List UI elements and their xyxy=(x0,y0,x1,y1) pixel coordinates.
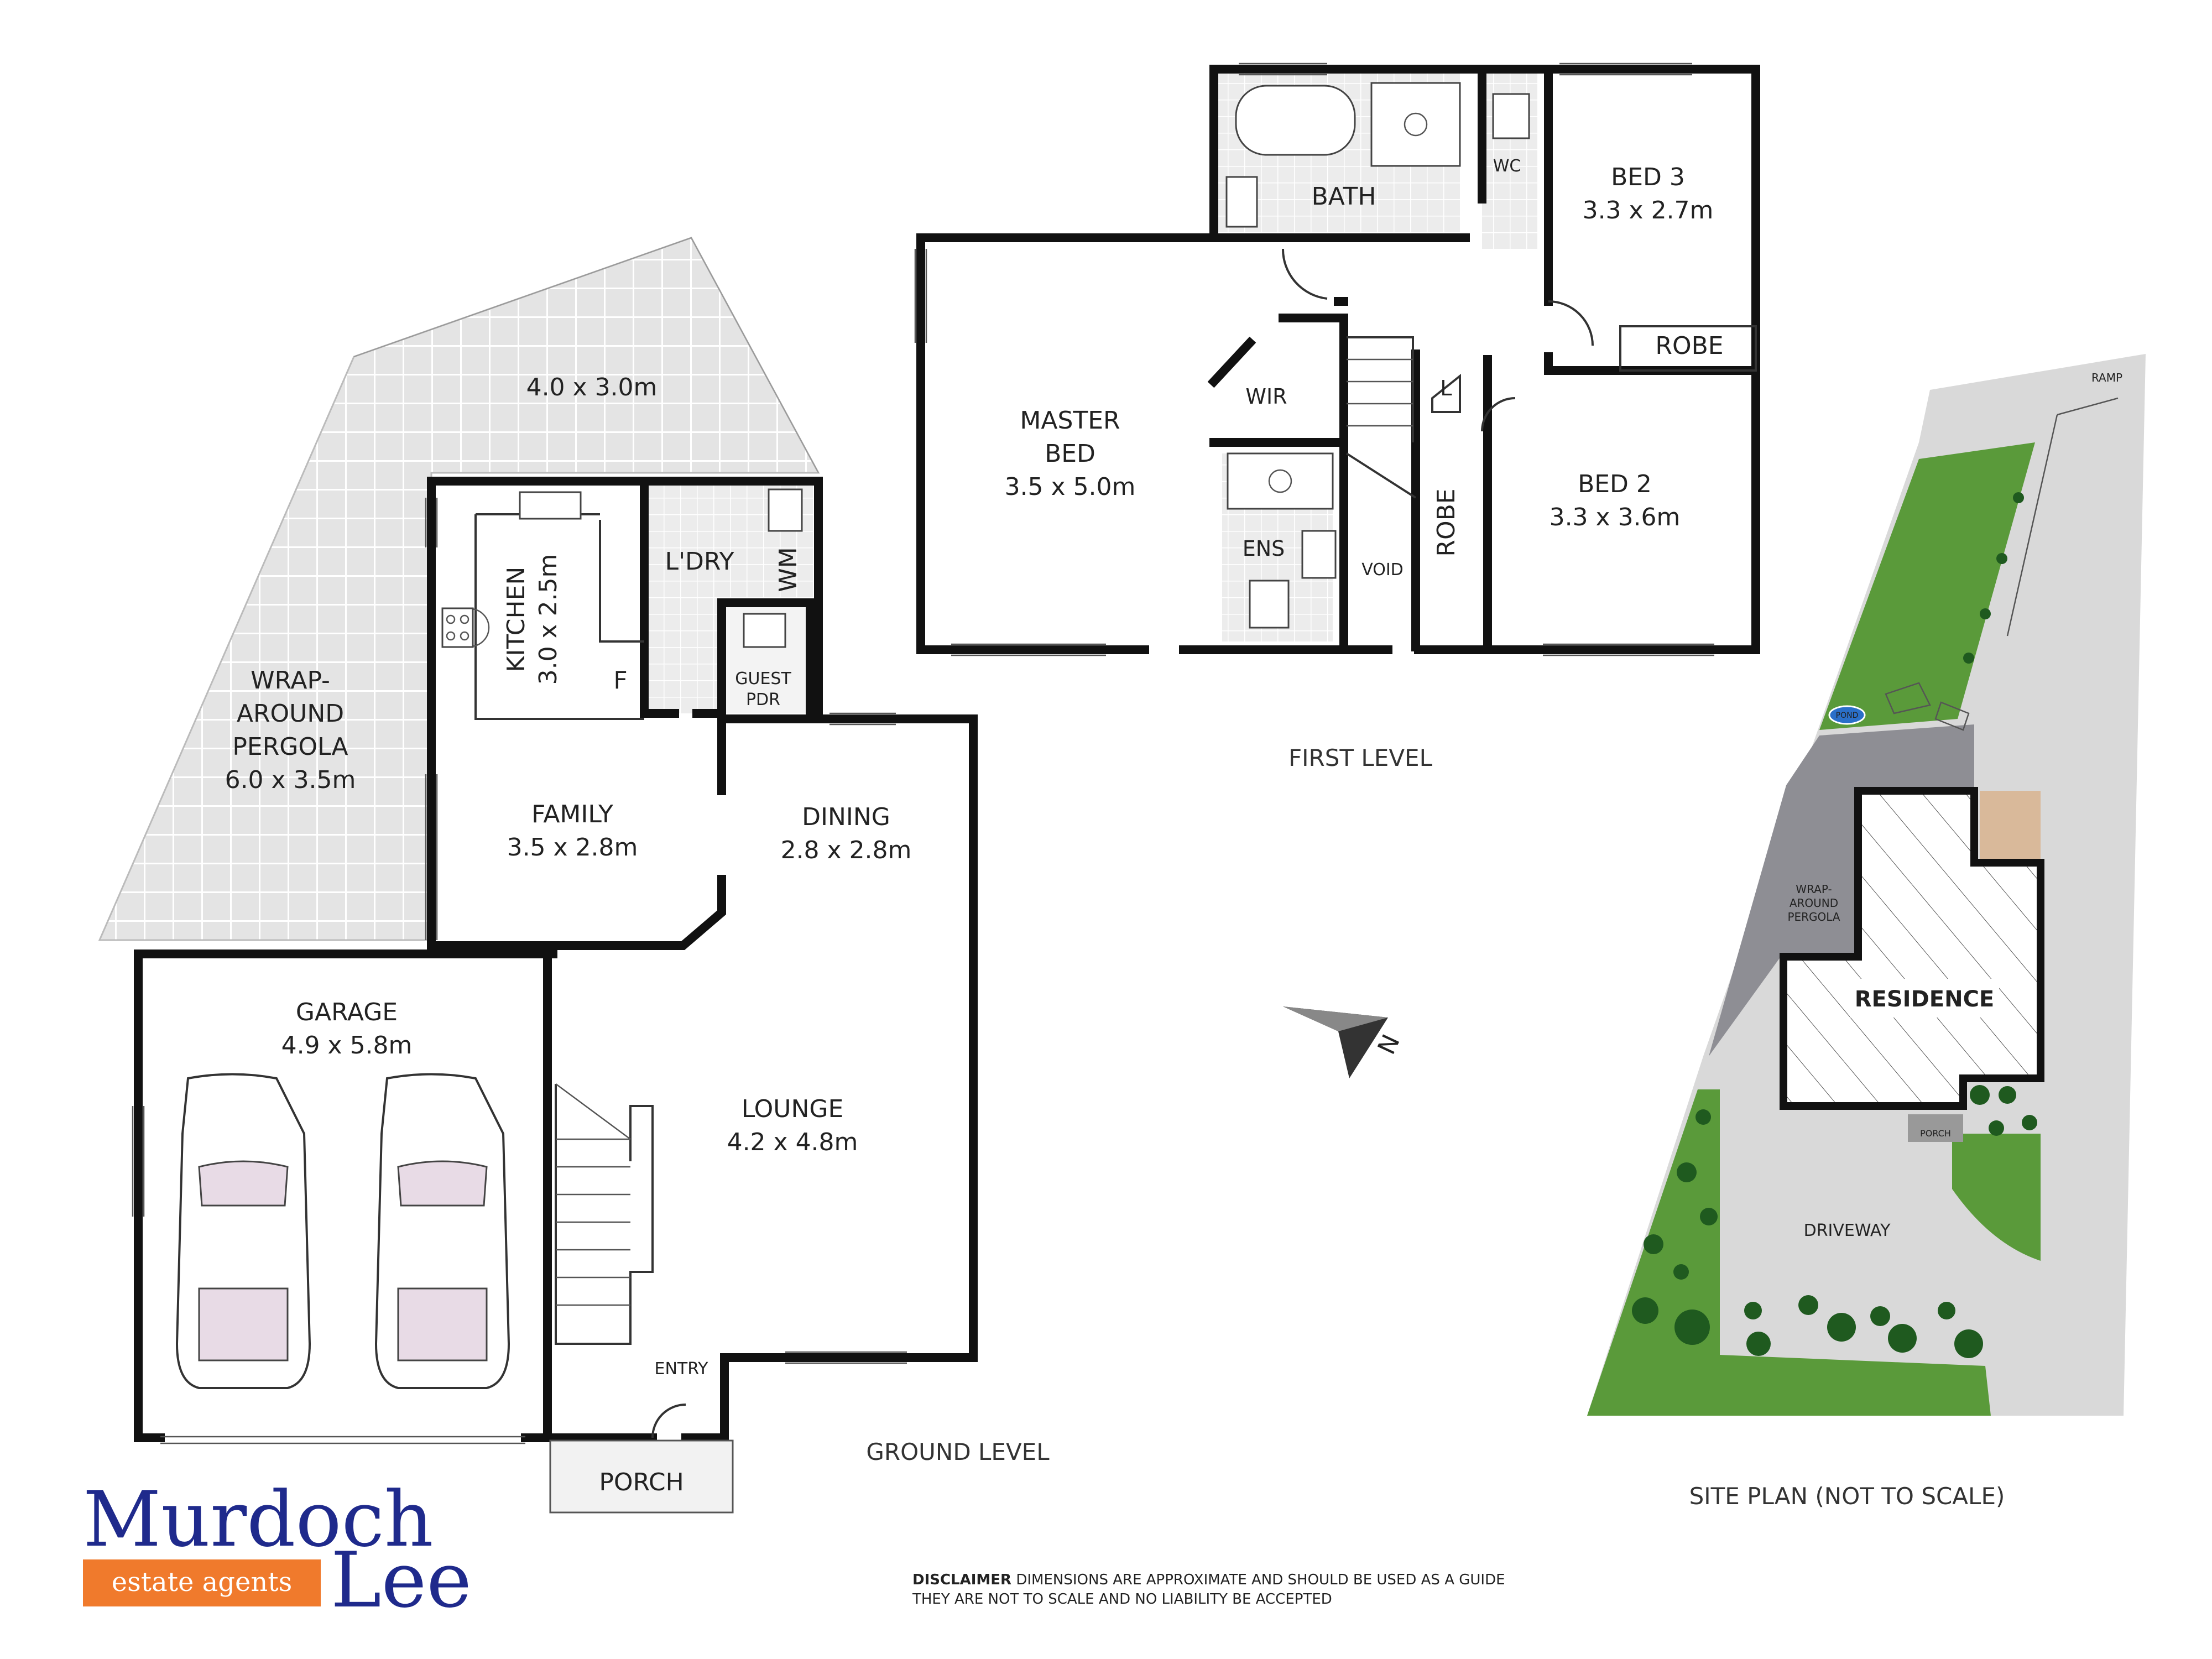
deck-site xyxy=(1980,791,2041,863)
kitchen-block-walls xyxy=(427,477,823,950)
site-plan xyxy=(1587,354,2146,1416)
laundry-tub xyxy=(768,488,803,532)
dining-name: DINING xyxy=(802,803,890,831)
logo-tag: estate agents xyxy=(112,1567,292,1598)
dining-dims: 2.8 x 2.8m xyxy=(781,836,912,864)
first-level-caption: FIRST LEVEL xyxy=(1288,744,1433,771)
guest-pdr-1: GUEST xyxy=(735,669,791,688)
shower-ens xyxy=(1227,452,1334,510)
bed2-name: BED 2 xyxy=(1578,470,1652,498)
family-name: FAMILY xyxy=(531,800,613,828)
shower-bath xyxy=(1370,82,1461,167)
wc-name: WC xyxy=(1493,156,1521,176)
disclaimer-rest: DIMENSIONS ARE APPROXIMATE AND SHOULD BE… xyxy=(1011,1572,1505,1588)
toilet-wc xyxy=(1492,93,1530,139)
site-porch-label: PORCH xyxy=(1920,1128,1951,1139)
logo-murdoch: Murdoch xyxy=(83,1475,434,1564)
pergola-dims: 6.0 x 3.5m xyxy=(225,766,356,794)
ramp-label: RAMP xyxy=(2091,371,2122,384)
master-name-1: MASTER xyxy=(1020,406,1120,435)
stairs xyxy=(555,1083,654,1345)
bed3-dims: 3.3 x 2.7m xyxy=(1583,196,1714,225)
void-label: VOID xyxy=(1361,560,1404,580)
site-pergola-3: PERGOLA xyxy=(1787,910,1840,924)
lounge-name: LOUNGE xyxy=(742,1095,844,1123)
robe-bed3: ROBE xyxy=(1655,332,1723,360)
pond-label: POND xyxy=(1836,711,1859,720)
site-pergola-2: AROUND xyxy=(1790,896,1838,910)
garage-dims: 4.9 x 5.8m xyxy=(281,1031,413,1060)
first-level xyxy=(914,62,1760,656)
garage-walls xyxy=(134,950,552,1442)
ground-level-caption: GROUND LEVEL xyxy=(866,1438,1050,1465)
logo: Murdoch estate agents Lee xyxy=(83,1475,472,1625)
kitchen-sink xyxy=(519,491,582,520)
north-label: N xyxy=(1373,1030,1406,1058)
wm-label: WM xyxy=(774,547,802,592)
car-right-icon xyxy=(374,1073,510,1389)
site-plan-caption: SITE PLAN (NOT TO SCALE) xyxy=(1689,1483,2005,1510)
lounge-walls xyxy=(543,714,978,1442)
linen-label: L xyxy=(1440,376,1452,400)
cooktop xyxy=(441,607,474,648)
disclaimer-bold: DISCLAIMER xyxy=(912,1572,1011,1588)
guest-pdr-2: PDR xyxy=(746,690,780,709)
compass-icon xyxy=(1283,1006,1388,1078)
kitchen-dims: 3.0 x 2.5m xyxy=(534,554,562,685)
pergola-edge xyxy=(353,237,819,473)
wir-name: WIR xyxy=(1245,384,1287,409)
residence-label: RESIDENCE xyxy=(1855,987,1995,1012)
bed3-name: BED 3 xyxy=(1611,163,1685,191)
disclaimer-line1: DISCLAIMER DIMENSIONS ARE APPROXIMATE AN… xyxy=(912,1572,1505,1588)
site-pergola-1: WRAP- xyxy=(1796,883,1832,896)
porch-label: PORCH xyxy=(599,1468,684,1496)
family-dims: 3.5 x 2.8m xyxy=(507,833,638,862)
pond-icon xyxy=(1828,705,1866,725)
master-name-2: BED xyxy=(1045,440,1095,468)
bathtub xyxy=(1235,85,1356,156)
pergola-name-3: PERGOLA xyxy=(232,733,348,761)
garage-name: GARAGE xyxy=(296,998,398,1026)
toilet-ens xyxy=(1249,580,1290,629)
pergola-name-1: WRAP- xyxy=(251,666,330,695)
alfresco-dims: 4.0 x 3.0m xyxy=(526,373,658,401)
pergola-site xyxy=(1709,724,1974,1056)
logo-tag-box xyxy=(83,1559,321,1606)
bed2-dims: 3.3 x 3.6m xyxy=(1550,503,1681,531)
lawn-north xyxy=(1819,442,2035,730)
ground-level xyxy=(98,237,978,1514)
pergola-name-2: AROUND xyxy=(237,700,344,728)
residence-footprint xyxy=(1780,787,2044,1110)
driveway-label: DRIVEWAY xyxy=(1804,1221,1891,1240)
kitchen-name: KITCHEN xyxy=(502,567,530,672)
porch-area xyxy=(549,1439,734,1514)
master-dims: 3.5 x 5.0m xyxy=(1005,473,1136,501)
laundry-walls xyxy=(640,477,815,795)
robe-bed2: ROBE xyxy=(1432,488,1460,556)
car-left-icon xyxy=(175,1073,311,1389)
disclaimer-line2: THEY ARE NOT TO SCALE AND NO LIABILITY B… xyxy=(912,1591,1332,1608)
lounge-dims: 4.2 x 4.8m xyxy=(727,1128,858,1156)
ens-name: ENS xyxy=(1243,536,1285,561)
entry-label: ENTRY xyxy=(655,1359,709,1379)
laundry-name: L'DRY xyxy=(665,547,734,576)
logo-lee: Lee xyxy=(331,1536,472,1625)
fridge-label: F xyxy=(613,666,627,695)
bath-name: BATH xyxy=(1312,182,1376,211)
toilet-pdr xyxy=(743,613,786,648)
